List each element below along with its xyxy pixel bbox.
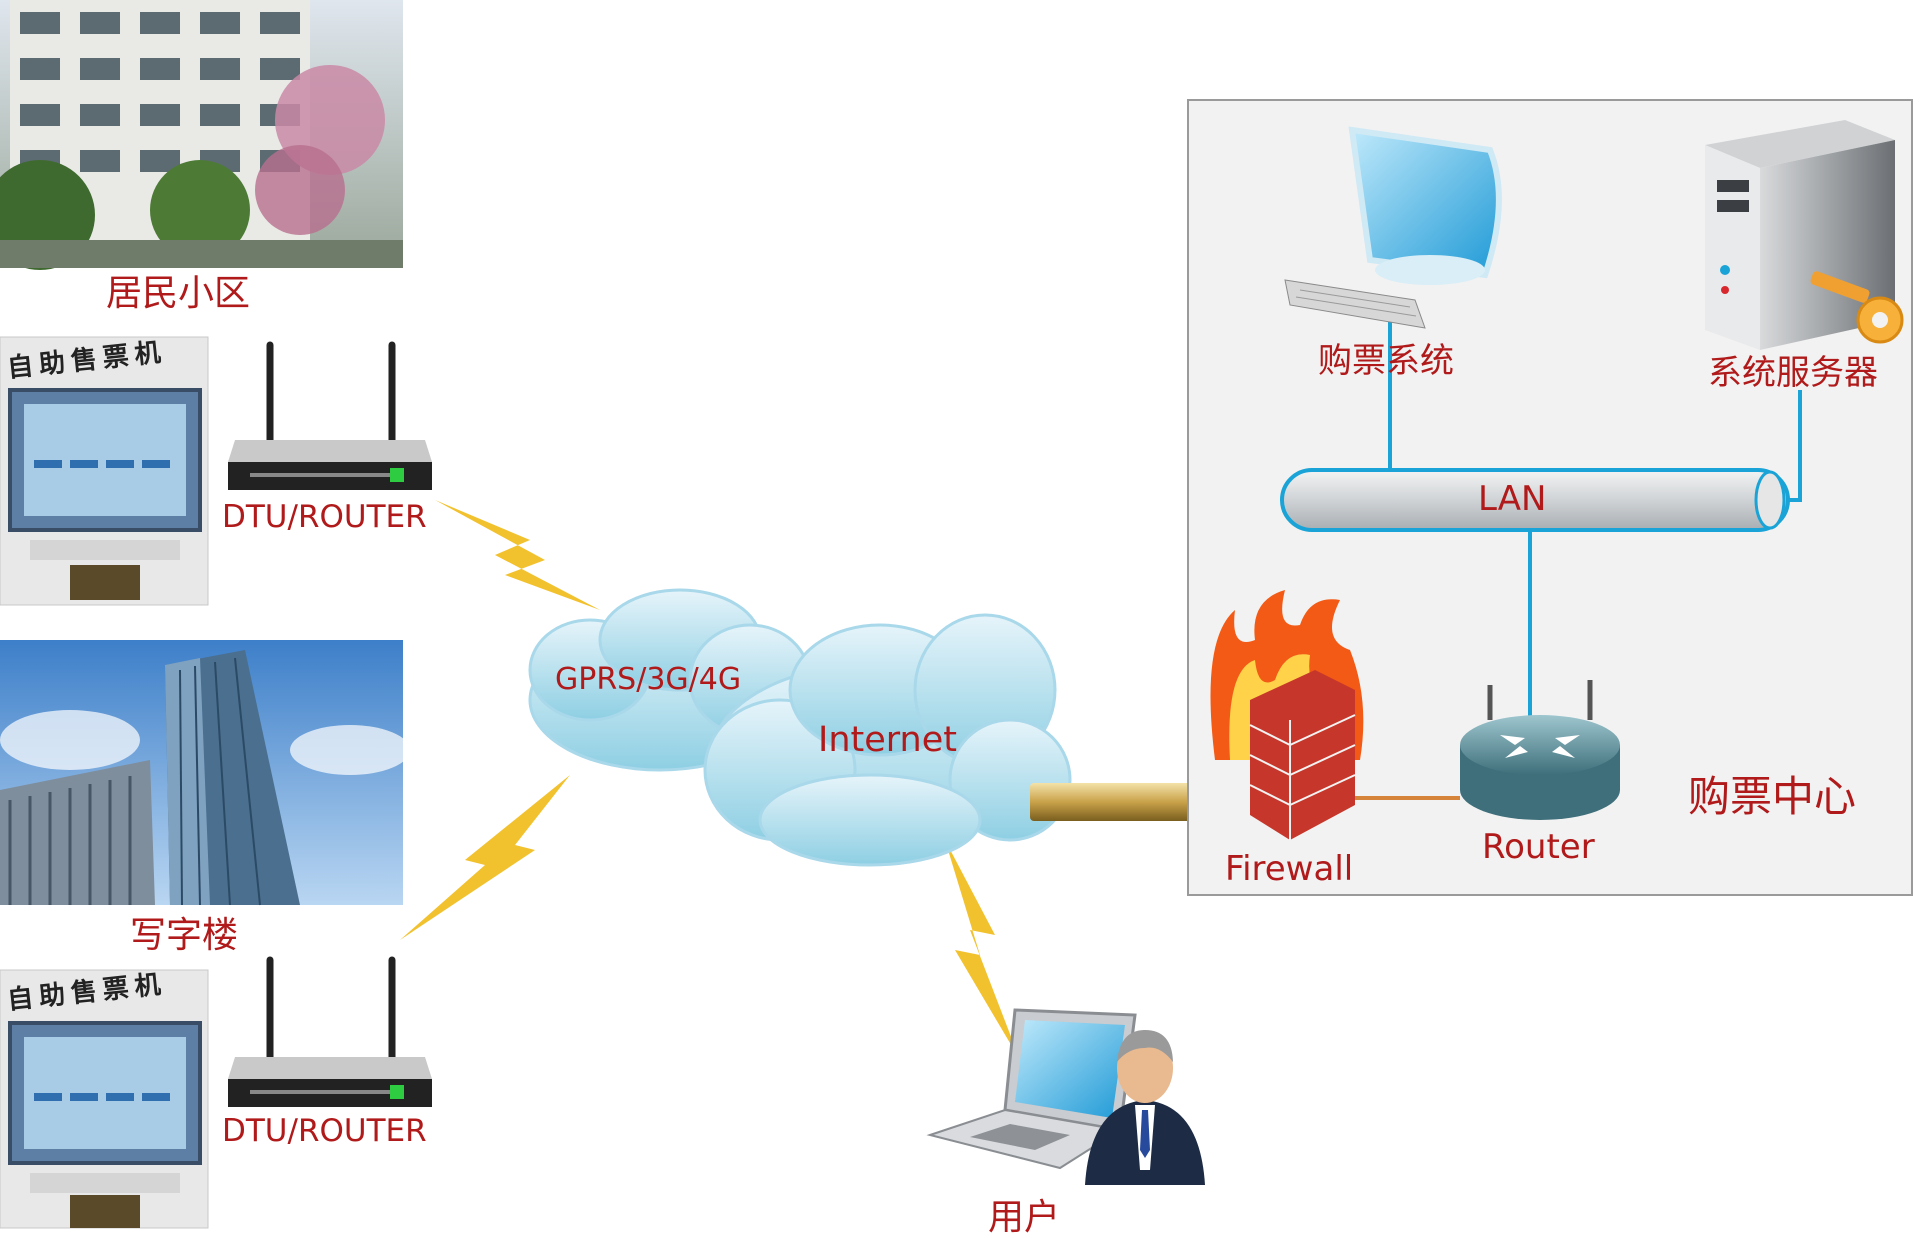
system-server-label: 系统服务器 [1708,353,1878,393]
residential-label: 居民小区 [106,273,251,314]
ticket-system-label: 购票系统 [1318,341,1454,381]
firewall-label: Firewall [1225,849,1354,889]
kiosk-2 [0,969,209,1229]
internet-label: Internet [818,720,957,760]
residential-photo [0,0,403,270]
lan-label: LAN [1478,479,1547,519]
user-avatar [1085,1030,1205,1185]
dtu-router-1 [228,341,432,490]
office-building-label: 写字楼 [130,915,239,956]
key-icon [1810,271,1904,344]
kiosk-1 [0,336,209,606]
ticket-system-computer [1284,126,1502,329]
wireless-link-3 [945,840,1020,1060]
office-building-photo [0,640,410,906]
gprs-cloud-label: GPRS/3G/4G [555,662,742,697]
router-label: Router [1482,827,1595,867]
dtu-router-2 [228,956,432,1107]
core-router [1460,680,1620,820]
firewall [1210,590,1364,840]
internet-cloud [703,613,1072,867]
ticket-center-label: 购票中心 [1688,772,1857,821]
dtu-router-2-label: DTU/ROUTER [222,1113,427,1149]
wireless-link-1 [435,500,600,610]
wireless-link-2 [400,775,570,940]
dtu-router-1-label: DTU/ROUTER [222,499,427,535]
lan-bus [1280,468,1790,532]
user-label: 用户 [988,1197,1061,1238]
laptop [926,1008,1137,1170]
